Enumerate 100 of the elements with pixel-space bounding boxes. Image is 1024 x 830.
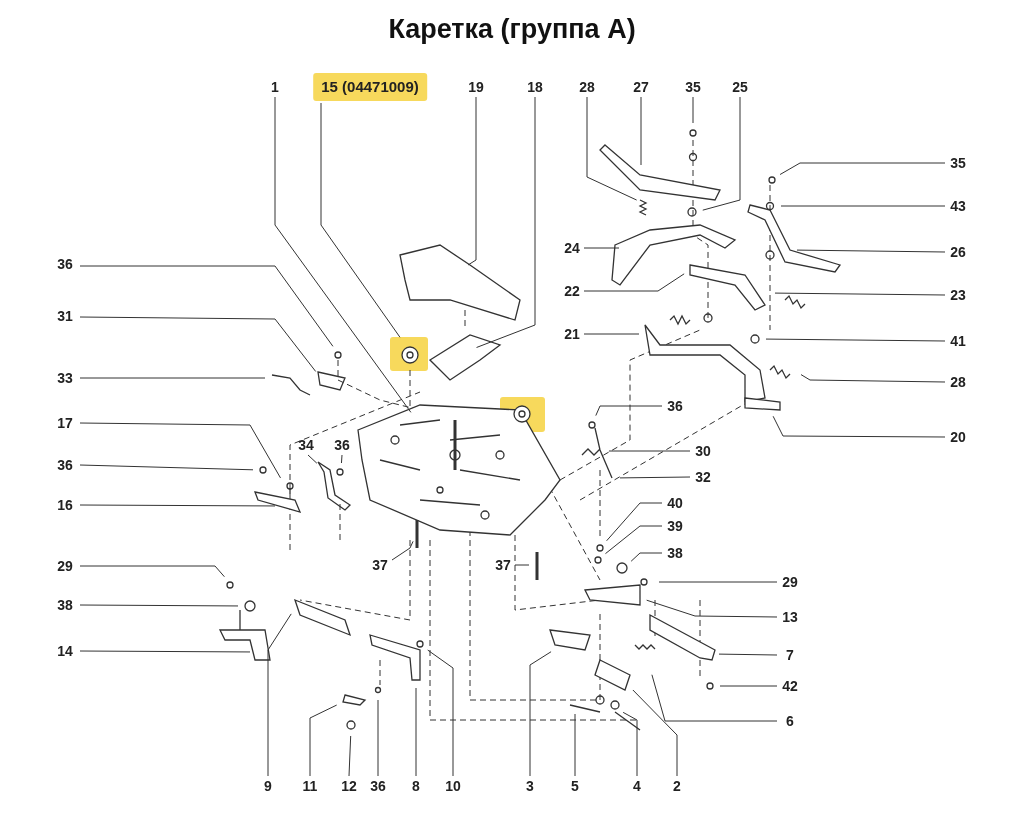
callout-number: 30	[695, 443, 711, 459]
leader-line	[309, 704, 338, 777]
callout-number: 25	[732, 79, 748, 95]
callout-number: 9	[264, 778, 272, 794]
leader-line	[586, 96, 638, 201]
leader-line	[651, 674, 778, 722]
leader-line	[608, 450, 691, 452]
leader-line	[583, 333, 640, 335]
callout-number: 24	[564, 240, 580, 256]
callout-number: 38	[57, 597, 73, 613]
callout-number: 6	[786, 713, 794, 729]
callout-number: 38	[667, 545, 683, 561]
callout-number: 35	[685, 79, 701, 95]
callout-number: 23	[950, 287, 966, 303]
leader-line	[348, 735, 352, 777]
callout-number: 22	[564, 283, 580, 299]
callout-number: 10	[445, 778, 461, 794]
leader-line	[529, 651, 552, 777]
callout-number: 13	[782, 609, 798, 625]
callout-number: 28	[579, 79, 595, 95]
callout-number: 29	[57, 558, 73, 574]
leader-line	[79, 504, 276, 507]
leader-line	[267, 613, 292, 777]
leader-line	[622, 711, 638, 777]
leader-line	[79, 650, 251, 653]
leader-line	[340, 454, 343, 464]
leader-line	[796, 249, 946, 253]
leader-line	[467, 96, 477, 266]
callout-number: 16	[57, 497, 73, 513]
leader-line	[646, 599, 778, 618]
leader-line	[800, 374, 946, 383]
leader-line	[79, 316, 317, 372]
callout-number: 18	[527, 79, 543, 95]
callout-number: 39	[667, 518, 683, 534]
leader-line	[719, 685, 778, 687]
callout-number: 43	[950, 198, 966, 214]
diagram-title: Каретка (группа А)	[388, 14, 636, 45]
leader-line	[630, 552, 663, 562]
leader-line	[307, 454, 318, 464]
callout-number: 36	[667, 398, 683, 414]
callout-number: 27	[633, 79, 649, 95]
leader-line	[779, 162, 946, 175]
callout-number: 36	[334, 437, 350, 453]
callout-number: 36	[370, 778, 386, 794]
leader-line	[79, 422, 281, 479]
leader-line	[391, 540, 414, 561]
leader-line	[658, 581, 778, 583]
leader-line	[476, 96, 536, 348]
leader-line	[718, 653, 778, 656]
leader-line	[377, 699, 379, 777]
callout-number: 4	[633, 778, 641, 794]
callout-number: 2	[673, 778, 681, 794]
callout-number: 37	[495, 557, 511, 573]
leader-line	[780, 205, 946, 207]
leader-line	[619, 476, 691, 479]
callout-number: 29	[782, 574, 798, 590]
leader-line	[640, 96, 642, 166]
callout-number: 41	[950, 333, 966, 349]
callout-number: 28	[950, 374, 966, 390]
callout-number: 36	[57, 256, 73, 272]
callout-number: 26	[950, 244, 966, 260]
leader-line	[583, 247, 620, 249]
callout-number: 12	[341, 778, 357, 794]
callout-number: 14	[57, 643, 73, 659]
leader-line	[583, 273, 685, 292]
leader-line	[514, 564, 530, 566]
leader-line	[274, 96, 412, 413]
callout-number: 17	[57, 415, 73, 431]
leader-line	[79, 464, 254, 471]
callout-number: 21	[564, 326, 580, 342]
callout-number: 7	[786, 647, 794, 663]
leader-line	[79, 604, 239, 607]
leader-line	[772, 415, 946, 438]
leader-line	[632, 689, 678, 777]
leader-line	[79, 377, 266, 379]
callout-number: 5	[571, 778, 579, 794]
callout-number: 40	[667, 495, 683, 511]
callout-number: 34	[298, 437, 314, 453]
callout-number: 37	[372, 557, 388, 573]
leader-line	[79, 265, 334, 347]
callout-number: 36	[57, 457, 73, 473]
leader-line	[692, 96, 694, 124]
leader-line	[320, 102, 401, 338]
leader-line	[702, 96, 741, 211]
callout-number: 8	[412, 778, 420, 794]
highlighted-callout-number: 15 (04471009)	[313, 73, 427, 101]
callout-number: 42	[782, 678, 798, 694]
callout-number: 1	[271, 79, 279, 95]
callout-number: 3	[526, 778, 534, 794]
leader-line	[79, 565, 225, 578]
leader-line	[595, 405, 663, 417]
callout-number: 11	[302, 778, 318, 794]
leader-line	[606, 502, 663, 542]
callout-number: 19	[468, 79, 484, 95]
leader-line	[765, 338, 946, 342]
callout-number: 33	[57, 370, 73, 386]
leader-line	[604, 525, 663, 555]
callout-number: 20	[950, 429, 966, 445]
callout-number: 31	[57, 308, 73, 324]
callout-number: 32	[695, 469, 711, 485]
